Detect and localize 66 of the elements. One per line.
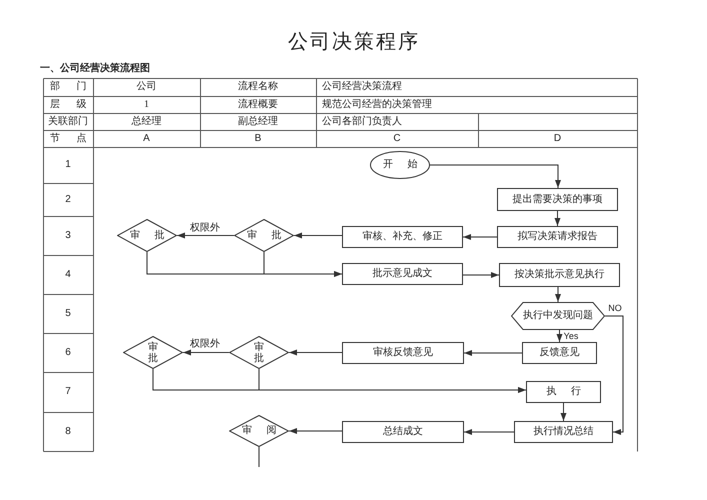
arrow <box>264 252 342 277</box>
row-header: 节 点 <box>50 132 86 144</box>
step-number: 2 <box>65 194 71 206</box>
decision-diamond: 审批 <box>123 336 183 369</box>
edge-label: Yes <box>564 331 578 341</box>
arrow <box>556 330 562 342</box>
field-label: 流程名称 <box>238 81 278 93</box>
arrow <box>604 316 624 435</box>
step-number: 8 <box>65 426 71 438</box>
decision-diamond: 审 批 <box>117 219 177 252</box>
column-letter: A <box>143 132 150 144</box>
arrow <box>430 164 561 188</box>
process-box: 执行情况总结 <box>514 421 613 443</box>
field-value: 副总经理 <box>238 116 278 128</box>
section-heading: 一、公司经营决策流程图 <box>40 63 150 75</box>
column-letter: B <box>254 132 262 144</box>
field-value: 公司经营决策流程 <box>322 81 402 93</box>
arrow <box>258 368 526 393</box>
process-box: 按决策批示意见执行 <box>499 263 620 287</box>
decision-diamond: 审 批 <box>234 219 294 252</box>
column-letter: C <box>393 132 401 144</box>
arrow <box>555 286 561 302</box>
field-value: 1 <box>144 98 149 110</box>
arrow <box>176 232 234 238</box>
row-header: 关联部门 <box>48 116 88 128</box>
connector-line <box>258 446 260 468</box>
arrow <box>464 429 514 435</box>
arrow <box>288 350 342 356</box>
process-box: 反馈意见 <box>522 342 597 364</box>
arrow <box>560 402 566 422</box>
process-box: 批示意见成文 <box>342 263 463 285</box>
arrow <box>554 210 560 226</box>
process-box: 提出需要决策的事项 <box>497 188 618 211</box>
step-number: 4 <box>65 268 71 280</box>
process-box: 审核、补充、修正 <box>342 226 463 248</box>
edge-label: 权限外 <box>190 222 220 234</box>
field-label: 流程概要 <box>238 98 278 110</box>
edge-label: 权限外 <box>190 338 220 350</box>
arrow <box>294 232 342 238</box>
edge-label: NO <box>608 303 622 313</box>
field-value: 规范公司经营的决策管理 <box>322 98 432 110</box>
decision-diamond: 审批 <box>229 336 289 369</box>
row-header: 部 门 <box>50 81 86 93</box>
decision-diamond: 审 阅 <box>229 415 289 447</box>
process-box: 执 行 <box>526 381 601 403</box>
field-value: 公司各部门负责人 <box>322 116 402 128</box>
decision-hexagon: 执行中发现问题 <box>511 302 605 330</box>
column-letter: D <box>554 132 562 144</box>
arrow <box>182 350 230 356</box>
field-value: 总经理 <box>132 116 162 128</box>
step-number: 3 <box>65 230 71 242</box>
start-ellipse: 开 始 <box>370 151 430 179</box>
step-number: 5 <box>65 308 71 320</box>
process-box: 总结成文 <box>342 421 464 443</box>
arrow <box>288 428 342 434</box>
process-box: 审核反馈意见 <box>342 342 464 364</box>
arrow <box>464 350 522 356</box>
row-header: 层 级 <box>50 98 86 110</box>
arrow <box>462 272 500 278</box>
process-box: 拟写决策请求报告 <box>497 226 618 248</box>
step-number: 7 <box>65 386 71 398</box>
step-number: 6 <box>65 346 71 358</box>
diagram-title: 公司决策程序 <box>288 30 420 54</box>
arrow <box>462 234 498 240</box>
field-value: 公司 <box>136 81 156 93</box>
step-number: 1 <box>65 159 71 171</box>
